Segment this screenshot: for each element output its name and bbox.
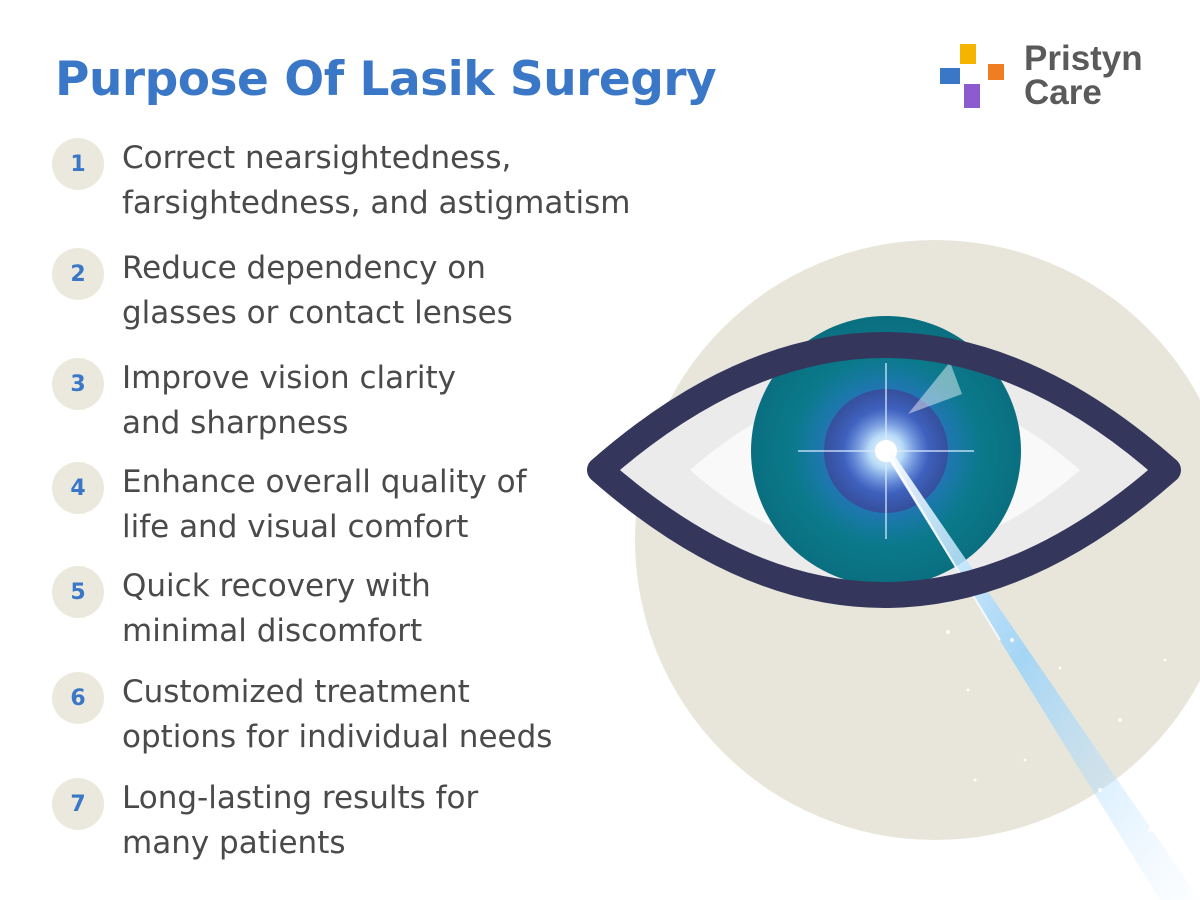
item-text-line: minimal discomfort [122,613,423,649]
page-title: Purpose Of Lasik Suregry [55,52,717,107]
item-text: Long-lasting results for many patients [122,776,478,866]
item-text-line: Improve vision clarity [122,360,457,396]
eye-highlight [908,362,962,414]
item-number-badge: 2 [52,248,104,300]
item-text-line: many patients [122,825,346,861]
item-number-badge: 5 [52,566,104,618]
item-text: Customized treatment options for individ… [122,670,552,760]
item-number-badge: 6 [52,672,104,724]
eye-outline [587,332,1181,608]
item-number-badge: 3 [52,358,104,410]
item-text-line: life and visual comfort [122,509,469,545]
brand-logo: Pristyn Care [938,39,1168,122]
item-text-line: Long-lasting results for [122,780,479,816]
item-text-line: glasses or contact lenses [122,295,513,331]
laser-beam [884,449,1200,900]
item-text: Enhance overall quality of life and visu… [122,460,526,550]
item-number-badge: 1 [52,138,104,190]
sparkle-dots [946,630,1167,882]
logo-text-line1: Pristyn [1024,39,1143,78]
pristyn-care-logo-icon [940,44,1004,108]
item-text-line: farsightedness, and astigmatism [122,185,631,221]
item-text-line: Customized treatment [122,674,470,710]
item-text-line: options for individual needs [122,719,553,755]
logo-text-line2: Care [1024,73,1102,112]
item-text-line: Enhance overall quality of [122,464,527,500]
item-text-line: and sharpness [122,405,349,441]
item-number-badge: 7 [52,778,104,830]
item-text: Reduce dependency on glasses or contact … [122,246,513,336]
item-number-badge: 4 [52,462,104,514]
item-text: Quick recovery with minimal discomfort [122,564,431,654]
item-text: Improve vision clarity and sharpness [122,356,456,446]
item-text: Correct nearsightedness, farsightedness,… [122,136,630,226]
item-text-line: Correct nearsightedness, [122,140,512,176]
item-text-line: Reduce dependency on [122,250,486,286]
item-text-line: Quick recovery with [122,568,431,604]
